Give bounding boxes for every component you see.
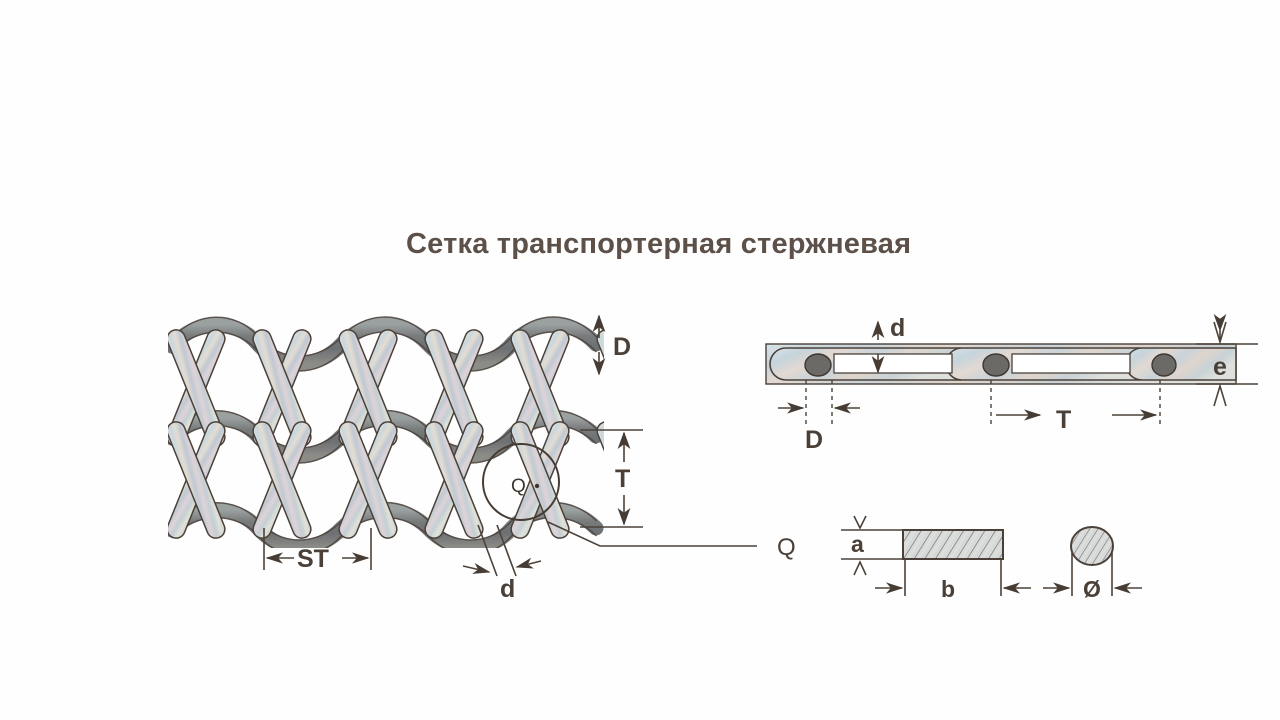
dimension-ST-mesh: ST — [263, 528, 372, 573]
q-detail-sections: a b Ø — [841, 515, 1142, 602]
q-detail-circle[interactable]: Q — [482, 443, 560, 521]
rect-bar-section: a b — [841, 515, 1031, 602]
dimension-D-chain: D — [778, 380, 860, 454]
page-title: Сетка транспортерная стержневая — [406, 228, 911, 260]
dimension-e-chain: e — [1196, 314, 1258, 407]
chain-links — [769, 347, 1237, 381]
dimension-label-b: b — [941, 576, 955, 602]
round-rod-section: Ø — [1043, 526, 1142, 602]
dimension-label-D-mesh: D — [613, 333, 631, 361]
dimension-label-ST-mesh: ST — [297, 545, 329, 573]
mesh-plan-view: Q D T ST — [0, 280, 796, 603]
dimension-label-T-chain: T — [1056, 406, 1071, 434]
dimension-label-e-chain: e — [1213, 353, 1227, 381]
dimension-label-T-mesh: T — [615, 465, 630, 493]
q-callout-label: Q — [777, 534, 796, 561]
dimension-d-mesh: d — [462, 524, 542, 603]
dimension-label-D-chain: D — [805, 426, 823, 454]
chain-side-view: d D T — [765, 314, 1258, 454]
dimension-D-mesh: D — [592, 314, 631, 376]
dimension-label-diameter: Ø — [1083, 576, 1101, 602]
q-leader-line: Q — [547, 521, 796, 561]
dimension-d-chain: d — [871, 314, 905, 374]
q-circle-label: Q — [511, 476, 526, 497]
dimension-T-chain: T — [990, 380, 1161, 434]
dimension-T-mesh: T — [580, 429, 643, 528]
dimension-label-d-chain: d — [890, 314, 905, 342]
dimension-label-d-mesh: d — [500, 575, 515, 603]
dimension-label-a: a — [851, 531, 864, 557]
